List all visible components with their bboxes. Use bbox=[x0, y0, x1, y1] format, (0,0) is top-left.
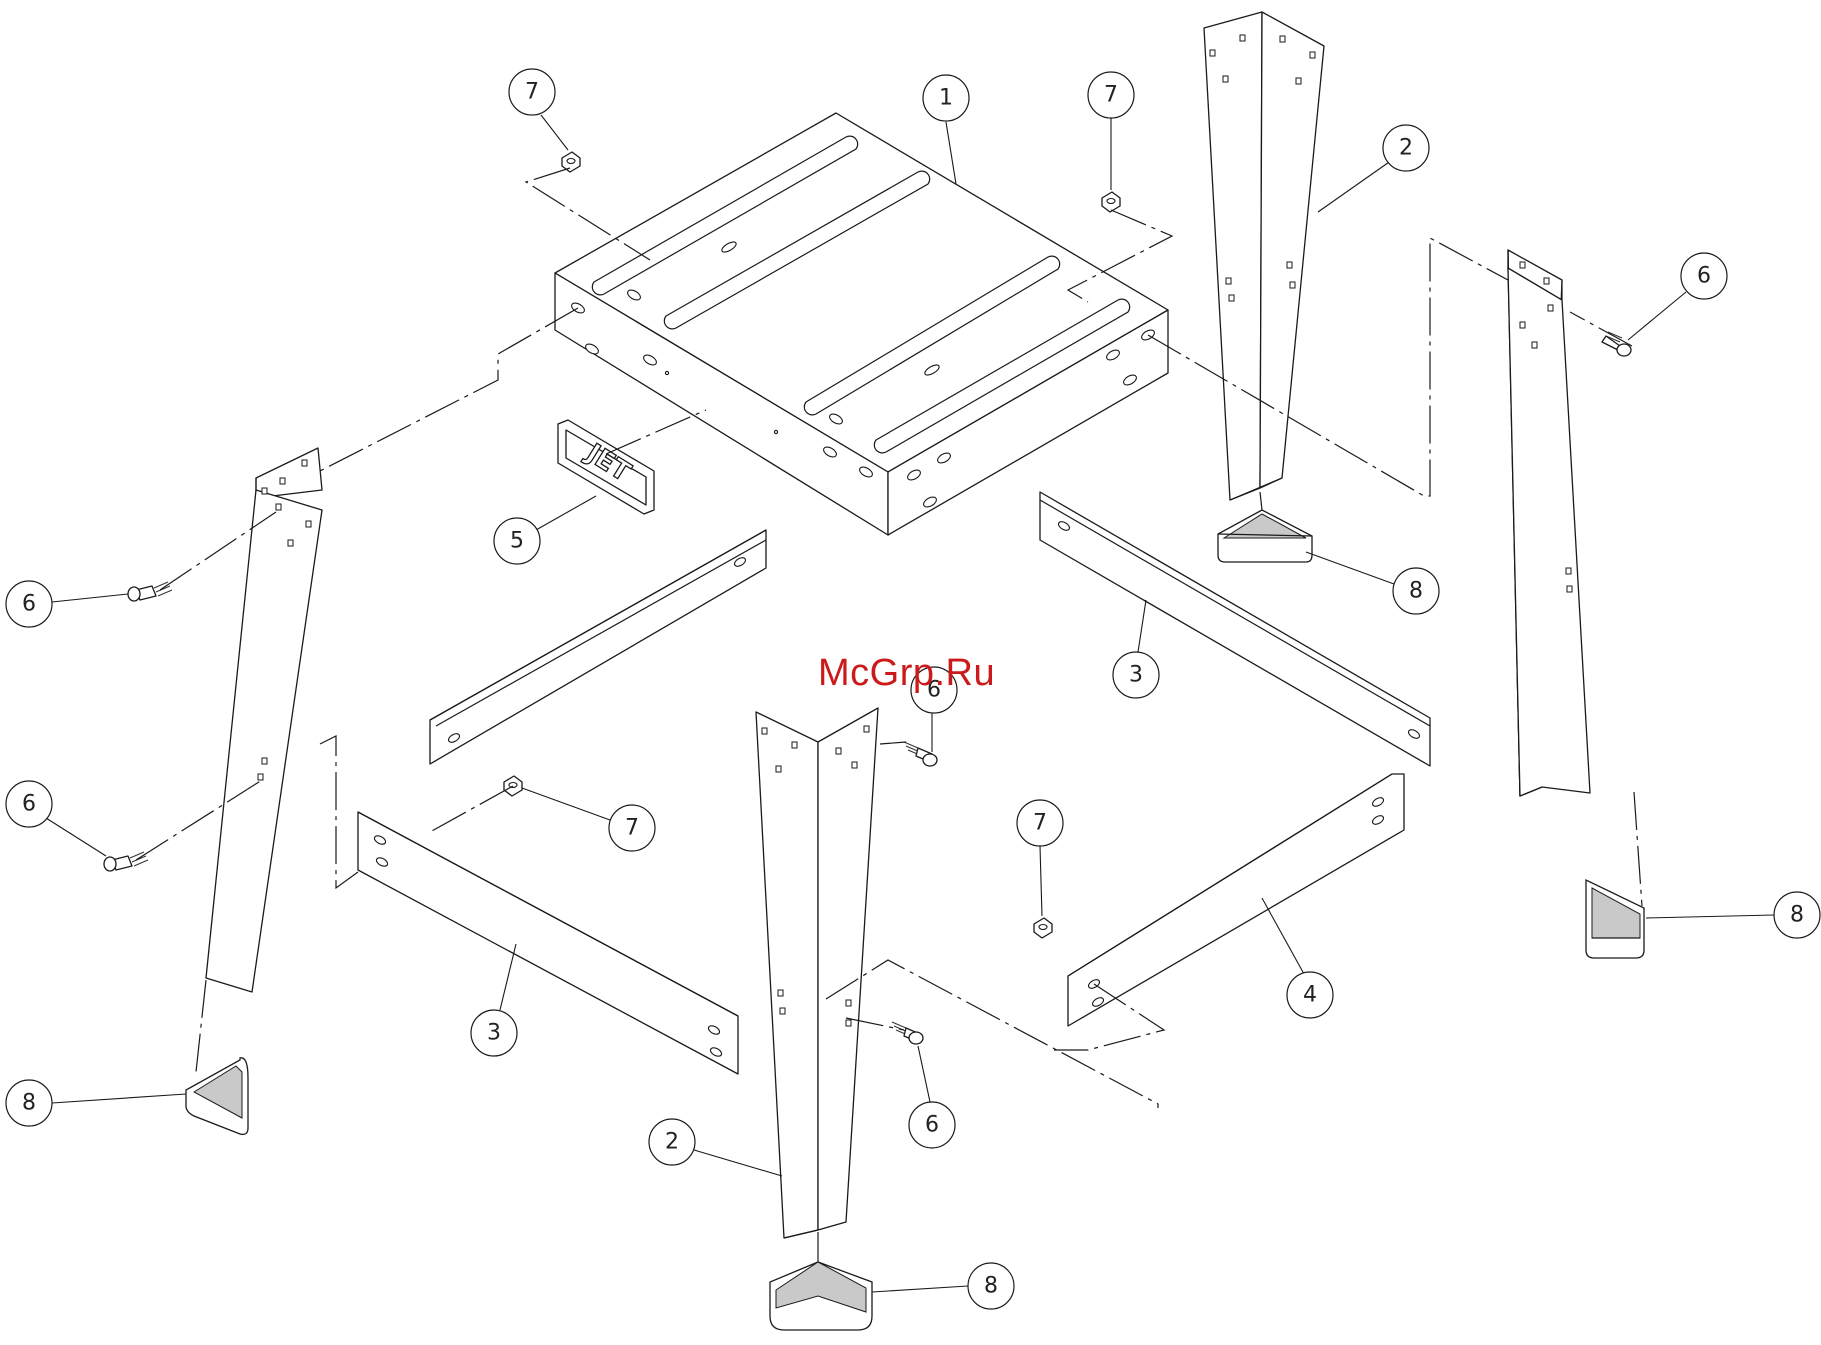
svg-text:8: 8 bbox=[1409, 579, 1423, 604]
svg-text:7: 7 bbox=[625, 816, 639, 841]
nut-top-left bbox=[562, 152, 580, 172]
balloon-7-nut-top-right: 7 bbox=[1088, 72, 1134, 118]
balloon-7-nut-top-left: 7 bbox=[509, 69, 555, 115]
foot-front bbox=[770, 1262, 872, 1330]
svg-text:8: 8 bbox=[984, 1274, 998, 1299]
svg-text:1: 1 bbox=[939, 86, 953, 111]
stretcher-lower-left bbox=[358, 812, 738, 1074]
balloon-3-stretcher-upper-right: 3 bbox=[1113, 652, 1159, 698]
balloon-8-foot-right: 8 bbox=[1774, 892, 1820, 938]
svg-text:6: 6 bbox=[22, 592, 36, 617]
nut-top-right bbox=[1102, 192, 1120, 212]
bolt-front-lower bbox=[892, 1022, 923, 1044]
leg-right bbox=[1508, 250, 1590, 796]
balloon-3-stretcher-lower-left: 3 bbox=[471, 1010, 517, 1056]
svg-text:7: 7 bbox=[1104, 83, 1118, 108]
stretcher-upper-left bbox=[430, 530, 766, 764]
balloon-6-bolt-right: 6 bbox=[1681, 253, 1727, 299]
svg-text:2: 2 bbox=[665, 1130, 679, 1155]
foot-right bbox=[1586, 880, 1644, 958]
balloon-1-tabletop: 1 bbox=[923, 75, 969, 121]
svg-text:8: 8 bbox=[1790, 903, 1804, 928]
svg-text:6: 6 bbox=[925, 1113, 939, 1138]
svg-text:4: 4 bbox=[1303, 983, 1317, 1008]
logo-plate: JET bbox=[558, 420, 654, 514]
balloon-8-foot-left: 8 bbox=[6, 1080, 52, 1126]
svg-text:5: 5 bbox=[510, 529, 524, 554]
svg-text:3: 3 bbox=[487, 1021, 501, 1046]
nut-mid-right bbox=[1034, 918, 1052, 938]
leg-front bbox=[756, 708, 878, 1238]
foot-back bbox=[1218, 510, 1312, 562]
svg-text:8: 8 bbox=[22, 1091, 36, 1116]
bolt-left-lower bbox=[104, 852, 148, 871]
bolt-right bbox=[1602, 332, 1631, 356]
balloon-8-foot-front: 8 bbox=[968, 1263, 1014, 1309]
balloon-5-logo-plate: 5 bbox=[494, 518, 540, 564]
svg-text:2: 2 bbox=[1399, 136, 1413, 161]
foot-left bbox=[186, 1058, 248, 1135]
balloon-6-bolt-left-upper: 6 bbox=[6, 581, 52, 627]
balloon-6-bolt-left-lower: 6 bbox=[6, 781, 52, 827]
svg-text:6: 6 bbox=[22, 792, 36, 817]
svg-text:7: 7 bbox=[1033, 811, 1047, 836]
svg-text:3: 3 bbox=[1129, 663, 1143, 688]
balloon-2-leg-front: 2 bbox=[649, 1119, 695, 1165]
balloon-6-bolt-front-lower: 6 bbox=[909, 1102, 955, 1148]
watermark: McGrp.Ru bbox=[818, 652, 995, 695]
balloon-8-foot-back: 8 bbox=[1393, 568, 1439, 614]
leg-left bbox=[206, 448, 322, 992]
bolt-left-upper bbox=[128, 582, 172, 601]
balloon-4-stretcher-lower-right: 4 bbox=[1287, 972, 1333, 1018]
stretcher-lower-right bbox=[1068, 774, 1404, 1026]
balloon-7-nut-mid-left: 7 bbox=[609, 805, 655, 851]
svg-text:6: 6 bbox=[1697, 264, 1711, 289]
balloon-2-leg-back: 2 bbox=[1383, 125, 1429, 171]
svg-text:7: 7 bbox=[525, 80, 539, 105]
balloon-7-nut-mid-right: 7 bbox=[1017, 800, 1063, 846]
